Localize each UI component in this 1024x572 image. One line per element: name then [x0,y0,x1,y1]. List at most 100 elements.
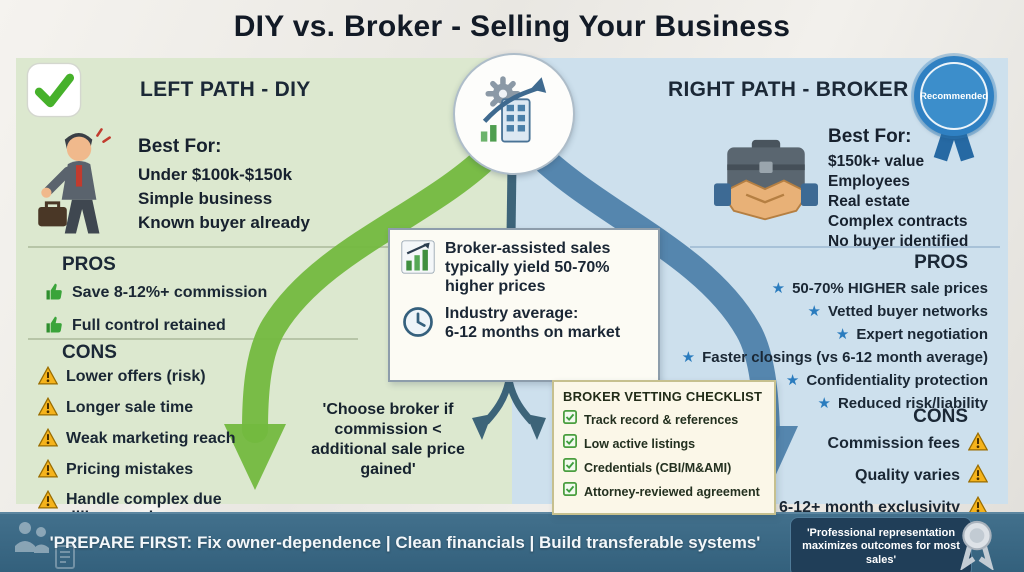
checklist-item-label: Credentials (CBI/M&AMI) [584,460,732,475]
recommended-badge: Recommended [910,56,998,162]
warning-icon [37,396,59,421]
best-for-item: Under $100k-$150k [138,165,293,184]
award-ribbon-icon [956,518,998,572]
warning-icon [37,427,59,452]
broker-best-for: Best For: $150k+ value Employees Real es… [828,126,1008,252]
broker-vetting-checklist: BROKER VETTING CHECKLIST Track record & … [552,380,776,515]
diy-header: LEFT PATH - DIY [140,78,311,101]
checkbox-check-icon [563,410,577,429]
pros-item-label: Vetted buyer networks [827,303,988,320]
cons-item-label: Quality varies [855,467,960,484]
checklist-title: BROKER VETTING CHECKLIST [563,389,763,404]
badge-circle-icon: Recommended [914,56,994,136]
pros-item: ★ Reduced risk/liability [620,395,988,412]
stat-sales-text: Broker-assisted sales typically yield 50… [445,240,611,295]
bar-chart-icon [400,239,436,280]
star-icon: ★ [807,303,821,320]
prepare-first-text: 'PREPARE FIRST: Fix owner-dependence | C… [49,533,761,552]
clock-icon [400,304,436,345]
cons-item: Longer sale time [37,396,288,421]
star-icon: ★ [835,326,850,343]
pros-item-label: Save 8-12%+ commission [72,284,268,301]
checklist-item-label: Low active listings [584,436,696,451]
star-icon: ★ [785,372,800,389]
cons-item: Commission fees [700,431,989,456]
cons-item-label: Pricing mistakes [66,461,194,478]
checkbox-check-icon [563,482,577,501]
pros-item-label: Full control retained [72,317,226,334]
best-for-item: Real estate [828,193,910,210]
badge-label: Recommended [919,90,989,102]
checkbox-check-icon [563,458,577,477]
pros-item: ★ Confidentiality protection [620,372,988,389]
broker-pros-title: PROS [914,252,968,273]
business-growth-icon [453,53,575,175]
pros-item-label: Confidentiality protection [806,372,988,389]
pros-item: ★ Faster closings (vs 6-12 month average… [620,349,988,366]
pros-item: ★ Expert negotiation [620,326,988,343]
thumbs-up-icon [44,282,64,307]
pros-item-label: Reduced risk/liability [837,395,988,412]
broker-cons-title: CONS [913,406,968,427]
best-for-item: Simple business [138,189,273,208]
page-title: DIY vs. Broker - Selling Your Business [233,10,791,43]
businessman-icon [26,124,128,244]
warning-icon [37,489,59,514]
cons-item: Pricing mistakes [37,458,288,483]
checklist-item-label: Track record & references [584,412,739,427]
diy-cons-title: CONS [62,342,117,363]
warning-icon [967,463,989,488]
divider [690,246,1000,248]
cons-item-label: Longer sale time [66,399,194,416]
decision-advice-text: 'Choose broker if commission < additiona… [311,401,465,478]
best-for-title: Best For: [138,136,222,157]
checklist-item: Track record & references [563,410,765,429]
best-for-item: No buyer identified [828,233,969,250]
star-icon: ★ [771,280,786,297]
checklist-item: Credentials (CBI/M&AMI) [563,458,765,477]
footer-note-box: 'Professional representation maximizes o… [790,517,972,572]
checklist-item-label: Attorney-reviewed agreement [584,484,760,499]
market-stats-box: Broker-assisted sales typically yield 50… [388,228,660,382]
cons-item: Quality varies [700,463,989,488]
warning-icon [37,365,59,390]
stat-row: Broker-assisted sales typically yield 50… [400,239,648,296]
pros-item: Save 8-12%+ commission [44,282,324,307]
diy-pros-list: Save 8-12%+ commission Full control reta… [44,282,324,340]
diy-cons-list: Lower offers (risk) Longer sale time Wea… [37,365,288,527]
green-check-icon [26,62,82,118]
star-icon: ★ [817,395,831,412]
cons-item: Weak marketing reach [37,427,288,452]
thumbs-up-icon [44,315,64,340]
stat-time-label: Industry average: [445,305,579,322]
cons-item: 6-12+ month exclusivity [700,495,989,520]
stat-row: Industry average: 6-12 months on market [400,304,648,345]
broker-header: RIGHT PATH - BROKER [668,78,909,101]
cons-item-label: 6-12+ month exclusivity [779,499,960,516]
pros-item-label: Faster closings (vs 6-12 month average) [702,349,988,366]
checklist-item: Low active listings [563,434,765,453]
warning-icon [967,431,989,456]
briefcase-handshake-icon [714,132,818,230]
diy-best-for: Best For: Under $100k-$150k Simple busin… [138,136,358,235]
cons-item-label: Weak marketing reach [66,430,236,447]
best-for-item: Complex contracts [828,213,968,230]
pros-item-label: 50-70% HIGHER sale prices [792,280,988,297]
broker-cons-list: Commission fees Quality varies 6-12+ mon… [700,431,989,520]
star-icon: ★ [681,349,696,366]
pros-item-label: Expert negotiation [856,326,988,343]
cons-item: Lower offers (risk) [37,365,288,390]
cons-item-label: Commission fees [827,435,960,452]
cons-item-label: Lower offers (risk) [66,368,206,385]
diy-pros-title: PROS [62,254,116,275]
checkbox-check-icon [563,434,577,453]
warning-icon [37,458,59,483]
best-for-item: Employees [828,173,910,190]
footer-note-text: 'Professional representation maximizes o… [802,526,960,566]
pros-item: ★ 50-70% HIGHER sale prices [620,280,988,297]
pros-item: Full control retained [44,315,324,340]
best-for-item: Known buyer already [138,213,310,232]
stat-time-value: 6-12 months on market [445,324,621,341]
best-for-title: Best For: [828,126,912,147]
